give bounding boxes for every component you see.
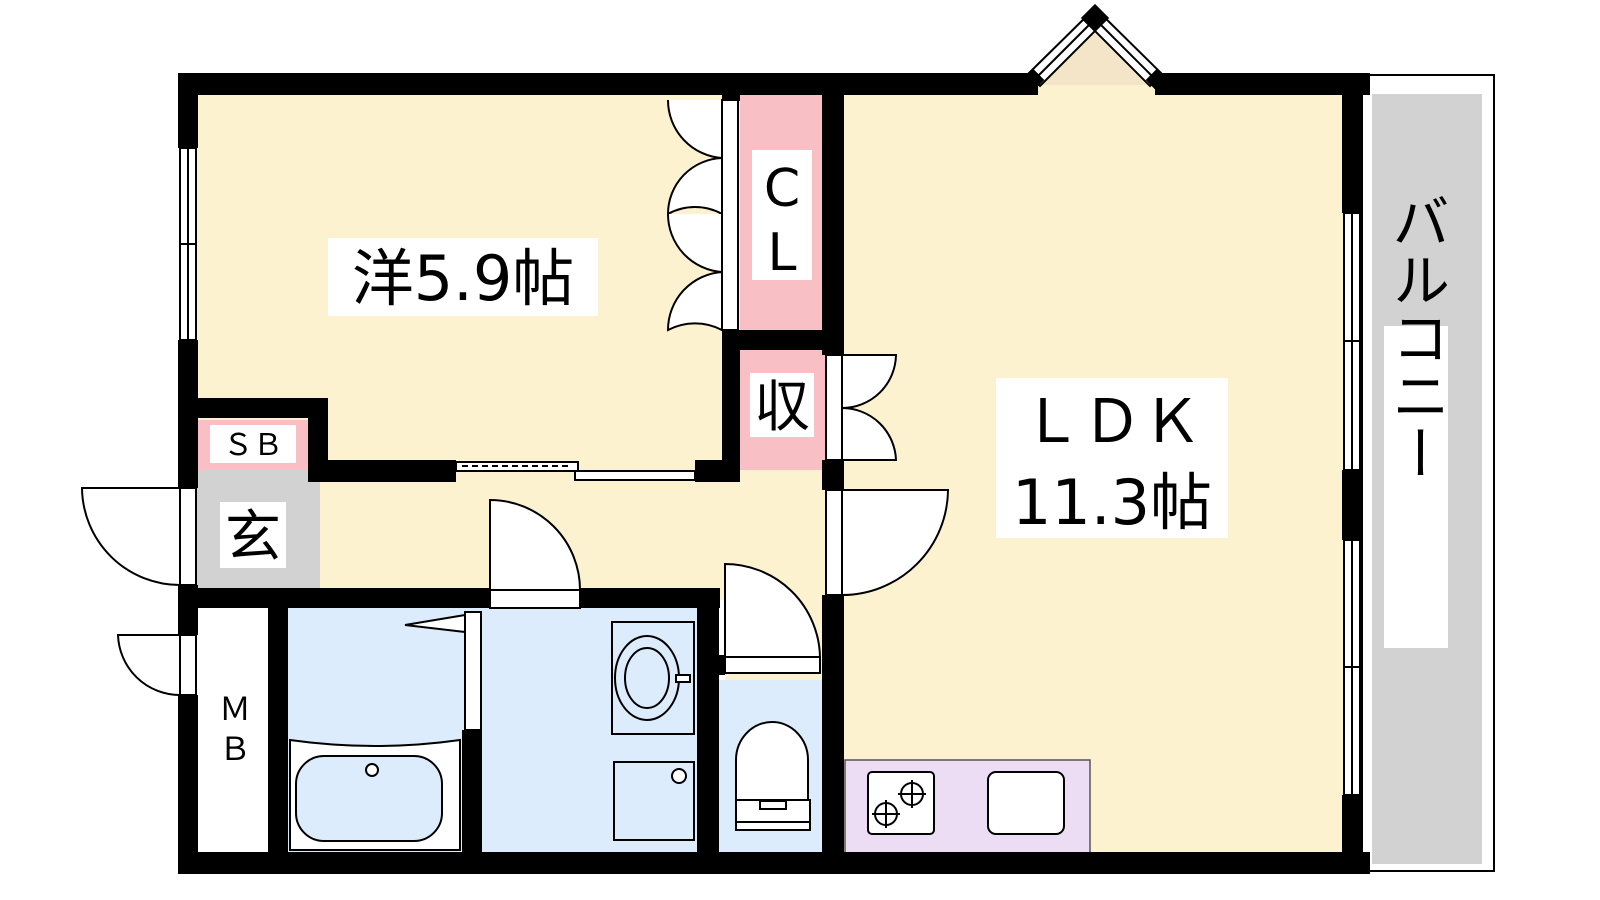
sliding-door-western <box>455 461 696 481</box>
meter-box-label-line1: Ｍ <box>219 690 251 728</box>
label-bg-closet <box>752 150 812 280</box>
wall-toilet-top <box>697 655 725 675</box>
wall-top-left <box>178 73 1038 95</box>
entrance-label: 玄 <box>225 505 281 570</box>
wall-closet-right <box>822 85 844 355</box>
wall-ldk-divider-lower <box>822 460 844 490</box>
label-bg-ldk <box>996 378 1228 538</box>
label-bg-shoe-box <box>210 425 296 463</box>
toilet-bowl <box>735 721 809 801</box>
western-room-label: 洋5.9帖 <box>352 242 575 315</box>
ldk-label-line2: 11.3帖 <box>1012 466 1212 539</box>
closet-label-line1: C <box>764 159 800 219</box>
storage-label: 収 <box>754 375 810 440</box>
doors <box>80 99 950 731</box>
labels: 洋5.9帖 C L 収 ＳＢ 玄 Ｍ Ｂ ＬＤＫ 11.3帖 バルコニー <box>210 150 1450 768</box>
meter-box-floor <box>190 600 280 870</box>
closet-label-line2: L <box>768 223 797 283</box>
wall-left-1 <box>178 73 198 148</box>
wall-bath-right-lower <box>462 730 482 874</box>
wall-mb-right <box>268 608 288 874</box>
label-bg-storage <box>750 373 814 437</box>
wall-storage-left <box>722 330 740 478</box>
kitchen-sink <box>987 771 1065 835</box>
wall-wet-top-right <box>580 588 720 608</box>
wall-western-bottom-left <box>320 460 456 482</box>
wall-closet-inner <box>722 330 842 350</box>
wall-western-bottom-right <box>695 460 740 482</box>
wall-top-right <box>1155 73 1370 95</box>
shoe-box-label: ＳＢ <box>223 428 283 463</box>
wall-wet-right <box>697 588 719 874</box>
wall-wet-top-left <box>178 588 490 608</box>
wall-left-4 <box>178 695 198 874</box>
label-bg-balcony <box>1384 326 1448 648</box>
stove <box>867 771 935 835</box>
fixtures <box>289 621 1065 851</box>
wall-sb-right <box>308 398 328 482</box>
wall-ldk-divider-bottom <box>822 595 844 874</box>
bathtub <box>295 755 443 842</box>
wall-right-1 <box>1342 73 1362 213</box>
label-bg-entrance <box>220 502 286 568</box>
wall-bottom <box>178 852 1370 874</box>
label-bg-western <box>328 238 598 316</box>
windows <box>179 6 1361 796</box>
wall-right-3 <box>1342 795 1362 874</box>
walls <box>178 73 1370 874</box>
ldk-label-line1: ＬＤＫ <box>1022 387 1202 457</box>
balcony-label: バルコニー <box>1382 192 1450 482</box>
meter-box-label-line2: Ｂ <box>219 730 251 768</box>
wall-right-2 <box>1342 470 1362 540</box>
bay-window <box>1030 20 1160 85</box>
wall-sb-top <box>178 398 328 418</box>
wall-closet-left <box>722 85 740 101</box>
